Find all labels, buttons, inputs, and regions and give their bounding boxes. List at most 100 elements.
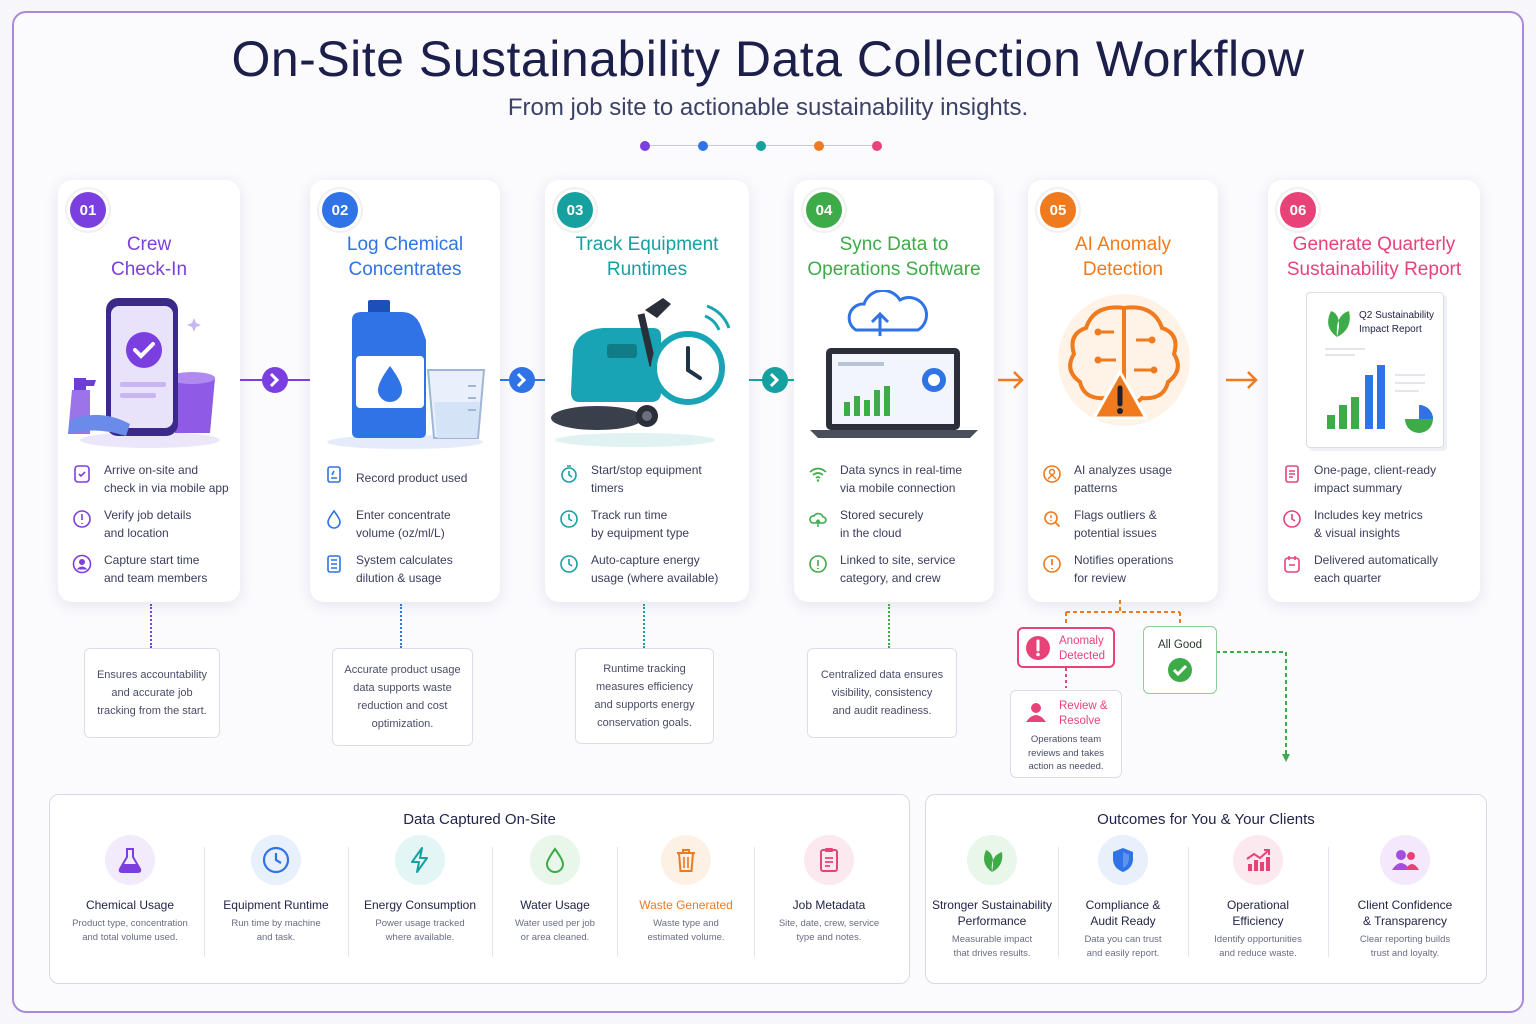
- anomaly-branch-connectors: [1065, 600, 1290, 762]
- panel-title: Outcomes for You & Your Clients: [1097, 811, 1315, 828]
- leaf-icon: [984, 850, 1003, 872]
- people-icon: [1392, 850, 1419, 870]
- dot-5: [872, 141, 882, 151]
- bolt-icon: [411, 847, 428, 873]
- drop-icon: [327, 509, 341, 529]
- outcomes-panel: Outcomes for You & Your Clients Stronger…: [925, 794, 1487, 984]
- step-badge: 02: [322, 192, 358, 228]
- alert-icon: [1026, 636, 1050, 660]
- note-connector-2: [400, 604, 402, 648]
- trash-icon: [677, 849, 695, 872]
- location-icon: [73, 510, 91, 528]
- chemical-jug-illustration: [327, 300, 486, 449]
- note-connector-1: [150, 604, 152, 648]
- clock-icon: [560, 510, 578, 528]
- alert-icon: [1043, 555, 1061, 573]
- connector-arrow-1: [240, 367, 310, 393]
- data-item-chemical: Chemical Usage Product type, concentrati…: [60, 835, 200, 975]
- clipboard-icon: [327, 466, 341, 483]
- panel-title: Data Captured On-Site: [403, 811, 556, 828]
- calculator-icon: [327, 555, 341, 573]
- data-captured-panel: Data Captured On-Site Chemical Usage Pro…: [49, 794, 910, 984]
- step-badge: 03: [557, 192, 593, 228]
- report-title-line1: Q2 Sustainability: [1359, 310, 1435, 321]
- report-chart-icon: [1325, 348, 1433, 433]
- step-badge: 01: [70, 192, 106, 228]
- connector-arrow-2: [500, 367, 545, 393]
- wifi-icon: [809, 467, 827, 482]
- note-connector-4: [888, 604, 890, 648]
- progress-dots: [640, 140, 890, 152]
- search-icon: [1044, 511, 1061, 528]
- cloud-icon: [809, 512, 827, 527]
- step-badge: 05: [1040, 192, 1076, 228]
- page-subtitle: From job site to actionable sustainabili…: [507, 94, 1029, 121]
- document-icon: [1285, 465, 1299, 483]
- calendar-icon: [1284, 556, 1300, 573]
- page-title: On-Site Sustainability Data Collection W…: [231, 31, 1305, 87]
- check-circle-icon: [1168, 658, 1192, 682]
- info-icon: [809, 555, 827, 573]
- step-badge: 04: [806, 192, 842, 228]
- drop-icon: [545, 847, 565, 873]
- all-good-box: All Good: [1143, 626, 1217, 694]
- flask-icon: [118, 848, 142, 873]
- floor-scrubber-illustration: [551, 298, 731, 447]
- stopwatch-icon: [561, 465, 577, 483]
- connector-arrow-5: [1226, 371, 1258, 389]
- dot-4: [814, 141, 824, 151]
- step-item: Flags outliers &potential issues: [1042, 507, 1210, 552]
- shield-icon: [1113, 848, 1133, 872]
- cloud-laptop-illustration: [810, 290, 978, 438]
- connector-arrow-4: [998, 371, 1024, 389]
- clock-icon: [560, 555, 578, 573]
- step-badge: 06: [1280, 192, 1316, 228]
- dot-3: [756, 141, 766, 151]
- step-item: Record product used: [324, 462, 492, 507]
- clipboard-icon: [820, 848, 838, 872]
- outcome-compliance: Compliance &Audit Ready Data you can tru…: [1060, 835, 1186, 975]
- ai-icon: [1043, 465, 1061, 483]
- outcome-client-confidence: Client Confidence& Transparency Clear re…: [1330, 835, 1480, 975]
- growth-chart-icon: [1246, 849, 1270, 871]
- connector-arrow-3: [749, 367, 794, 393]
- chart-icon: [1283, 510, 1301, 528]
